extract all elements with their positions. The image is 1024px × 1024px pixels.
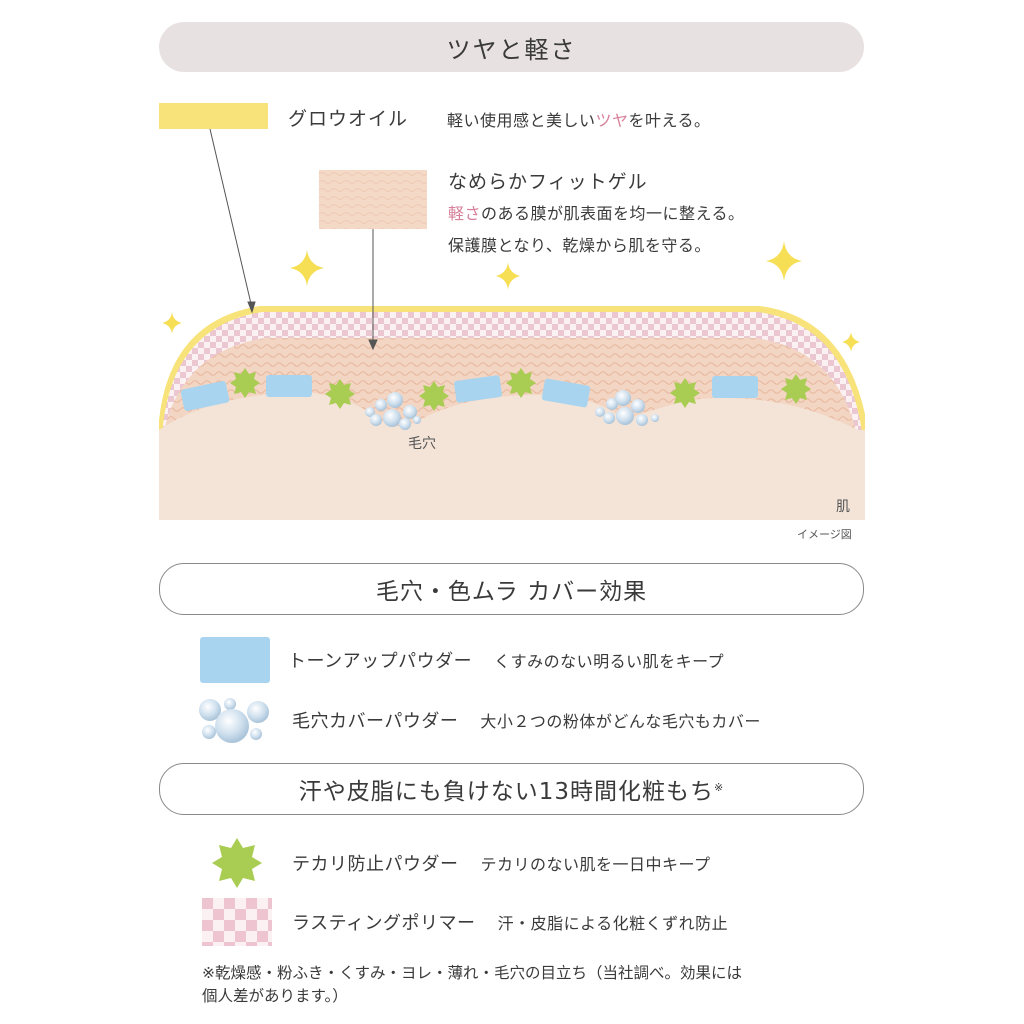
section-title-text: ツヤと軽さ	[446, 35, 577, 64]
legend-desc: 大小２つの粉体がどんな毛穴もカバー	[480, 712, 761, 731]
glow-oil-description: 軽い使用感と美しいツヤを叶える。	[447, 107, 711, 131]
legend-item-tone-up: トーンアップパウダー くすみのない明るい肌をキープ	[200, 637, 724, 683]
legend-item-pore-cover: 毛穴カバーパウダー 大小２つの粉体がどんな毛穴もカバー	[196, 694, 761, 746]
legend-item-anti-shine: テカリ防止パウダー テカリのない肌を一日中キープ	[212, 838, 711, 888]
section-title-gloss-lightness: ツヤと軽さ	[159, 22, 864, 72]
footnote: ※乾燥感・粉ふき・くすみ・ヨレ・薄れ・毛穴の目立ち（当社調べ。効果には 個人差が…	[202, 962, 842, 1008]
legend-label: 毛穴カバーパウダー	[292, 711, 459, 732]
legend-label: ラスティングポリマー	[292, 913, 476, 934]
fit-gel-desc-line1: 軽さのある膜が肌表面を均一に整える。	[448, 200, 745, 224]
legend-item-lasting-polymer: ラスティングポリマー 汗・皮脂による化粧くずれ防止	[202, 898, 728, 946]
legend-desc: 汗・皮脂による化粧くずれ防止	[497, 914, 729, 933]
fit-gel-name: なめらかフィットゲル	[448, 171, 648, 193]
legend-desc: くすみのない明るい肌をキープ	[494, 652, 725, 671]
section-title-text: 汗や皮脂にも負けない13時間化粧もち	[298, 779, 715, 805]
fit-gel-swatch	[319, 170, 427, 229]
glow-oil-desc-highlight: ツヤ	[595, 111, 629, 130]
glow-oil-name: グロウオイル	[288, 108, 409, 130]
legend-desc: テカリのない肌を一日中キープ	[480, 855, 711, 874]
section-title-text: 毛穴・色ムラ カバー効果	[375, 579, 648, 605]
green-star-icon	[212, 838, 262, 888]
footnote-line1: ※乾燥感・粉ふき・くすみ・ヨレ・薄れ・毛穴の目立ち（当社調べ。効果には	[202, 964, 742, 982]
glow-oil-desc-text: 軽い使用感と美しい	[447, 111, 596, 130]
footnote-mark: ※	[714, 780, 725, 794]
pore-label: 毛穴	[408, 436, 436, 452]
fit-gel-desc-line2: 保護膜となり、乾燥から肌を守る。	[448, 236, 711, 255]
tone-up-powder-particles	[180, 375, 758, 411]
fit-gel-desc-text: のある膜が肌表面を均一に整える。	[481, 204, 745, 223]
bubbles-icon	[199, 698, 269, 743]
image-caption: イメージ図	[797, 528, 852, 541]
section-title-long-wear: 汗や皮脂にも負けない13時間化粧もち※	[159, 763, 864, 815]
legend-label: テカリ防止パウダー	[292, 854, 459, 875]
anti-shine-powder-particles	[230, 368, 811, 411]
glow-oil-desc-text-end: を叶える。	[628, 111, 711, 130]
footnote-line2: 個人差があります。）	[202, 987, 348, 1005]
sparkle-icons	[162, 241, 860, 352]
wave-pattern-icon	[319, 170, 427, 229]
pink-check-icon	[202, 898, 272, 946]
blue-rect-icon	[200, 637, 270, 683]
skin-layer-diagram	[159, 128, 865, 520]
fit-gel-desc-highlight: 軽さ	[448, 204, 482, 223]
legend-label: トーンアップパウダー	[288, 651, 473, 672]
section-title-pore-cover: 毛穴・色ムラ カバー効果	[159, 563, 864, 615]
skin-label: 肌	[836, 499, 850, 515]
glow-oil-swatch	[159, 103, 268, 129]
pore-cover-powder-cluster	[595, 390, 659, 426]
pore-cover-powder-cluster	[365, 392, 421, 430]
pointer-lines	[209, 128, 378, 351]
